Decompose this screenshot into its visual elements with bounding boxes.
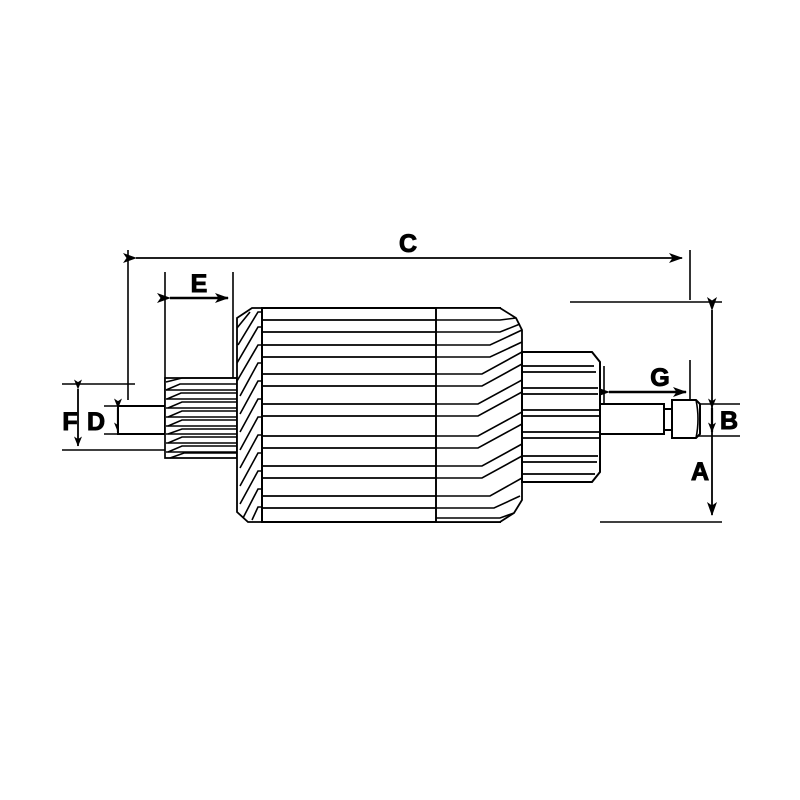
dimension-label-group: C E G A B D F [62,230,739,487]
dimension-label-F: F [62,408,77,436]
right-winding-hatch [435,308,523,522]
dimension-label-B: B [720,407,738,435]
shaft-tip [671,399,701,439]
dimension-label-C: C [399,230,417,258]
drive-shaft [599,403,665,435]
dimension-label-D: D [87,408,105,436]
shaft-collar [663,408,673,431]
pinion-teeth [165,377,237,459]
dimension-arrows [74,253,717,516]
commutator-segment-lines [522,365,600,475]
pinion-shaft-stub [117,405,166,435]
commutator [521,351,601,483]
dimension-label-A: A [691,458,709,486]
dimension-label-G: G [650,364,669,392]
left-winding-hatch [236,311,262,521]
dimension-label-E: E [191,270,208,298]
